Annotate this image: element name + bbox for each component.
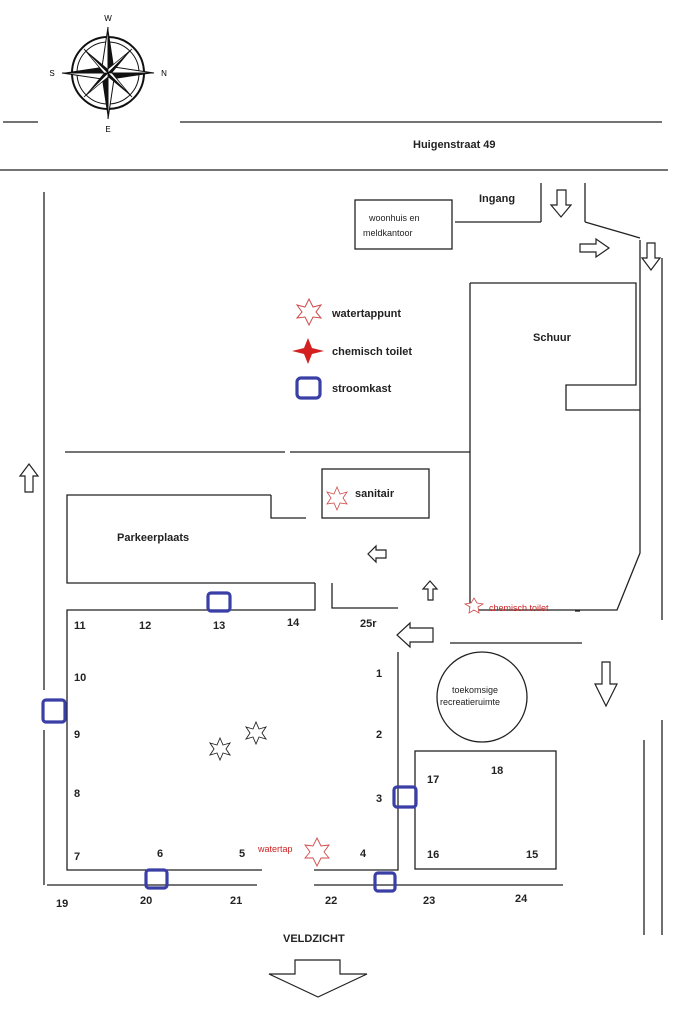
pitch-21: 21 (230, 895, 242, 907)
entrance (455, 183, 641, 239)
pitch-6: 6 (157, 848, 163, 860)
future-recreation (436, 651, 528, 743)
pitch-16: 16 (427, 849, 439, 861)
pitch-8: 8 (74, 788, 80, 800)
star-icon (326, 485, 348, 512)
pitch-25: 25r (360, 618, 377, 630)
square-icon (373, 871, 397, 893)
toilet-icon (292, 338, 324, 364)
top-road (0, 121, 668, 171)
pitch-box-right (414, 750, 557, 870)
future-line2: recreatieruimte (440, 697, 500, 707)
compass-left: S (49, 69, 54, 78)
star-icon (463, 597, 485, 614)
legend: watertappunt chemisch toilet stroomkast (292, 297, 412, 400)
parking-label: Parkeerplaats (117, 532, 189, 544)
parking-notch (270, 495, 306, 519)
pitch-15: 15 (526, 849, 538, 861)
pitch-13: 13 (213, 620, 225, 632)
shed-label: Schuur (533, 332, 572, 344)
sanitary-box (321, 468, 430, 519)
bottom-road-label: VELDZICHT (283, 933, 345, 945)
entrance-label: Ingang (479, 193, 515, 205)
watertap-label: watertap (257, 844, 293, 854)
legend-power: stroomkast (332, 383, 392, 395)
square-icon (144, 868, 169, 890)
pitch-24: 24 (515, 893, 528, 905)
pitch-1: 1 (376, 668, 382, 680)
compass-top: W (104, 14, 112, 23)
square-icon (392, 785, 418, 809)
pitch-numbers: 11 12 13 14 25r 10 1 9 2 8 3 7 6 5 4 17 … (56, 617, 538, 910)
star-icon (295, 297, 323, 327)
power-boxes (41, 591, 418, 893)
legend-water: watertappunt (331, 308, 401, 320)
legend-toilet: chemisch toilet (332, 346, 412, 358)
square-icon (206, 591, 232, 613)
campsite-field (47, 583, 582, 886)
pitch-18: 18 (491, 765, 503, 777)
compass-right: N (161, 69, 167, 78)
pitch-17: 17 (427, 774, 439, 786)
chem-toilet-label: chemisch toilet (489, 603, 549, 613)
pitch-11: 11 (74, 620, 86, 632)
parking-area (66, 494, 315, 584)
house-line1: woonhuis en (368, 213, 420, 223)
pitch-19: 19 (56, 898, 68, 910)
pitch-7: 7 (74, 851, 80, 863)
square-icon (41, 698, 67, 724)
arrow-icon (18, 189, 662, 998)
pitch-2: 2 (376, 729, 382, 741)
star-icon (304, 836, 330, 868)
pitch-20: 20 (140, 895, 152, 907)
pitch-14: 14 (287, 617, 300, 629)
right-road (639, 240, 663, 935)
pitch-23: 23 (423, 895, 435, 907)
compass-rose-icon: W S N E (49, 14, 167, 134)
star-icon (244, 720, 268, 746)
pitch-5: 5 (239, 848, 245, 860)
pitch-22: 22 (325, 895, 337, 907)
pitch-4: 4 (360, 848, 367, 860)
pitch-9: 9 (74, 729, 80, 741)
future-line1: toekomsige (452, 685, 498, 695)
pitch-3: 3 (376, 793, 382, 805)
shed (469, 282, 641, 611)
street-name: Huigenstraat 49 (413, 139, 496, 151)
pitch-12: 12 (139, 620, 151, 632)
pitch-10: 10 (74, 672, 86, 684)
square-icon (295, 376, 322, 400)
house-box (354, 199, 453, 250)
compass-bottom: E (105, 125, 110, 134)
house-line2: meldkantoor (363, 228, 413, 238)
star-icon (208, 736, 232, 762)
sanitary-label: sanitair (355, 488, 395, 500)
